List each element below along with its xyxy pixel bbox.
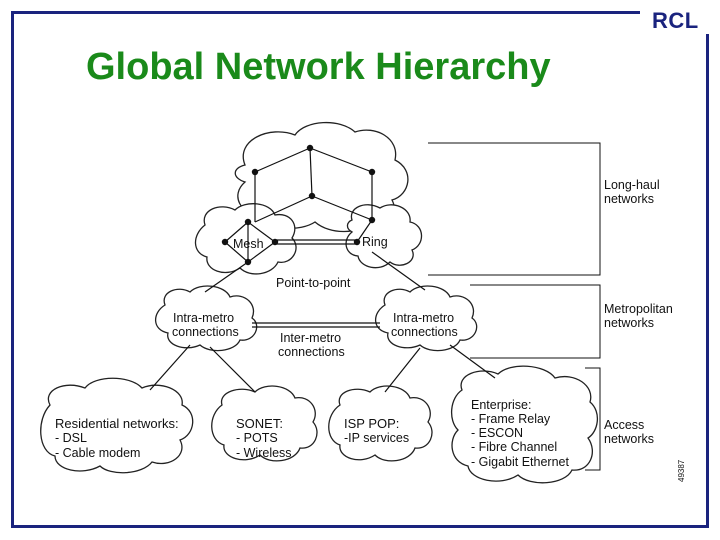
network-nodes <box>221 144 376 266</box>
sonet-title: SONET: <box>236 416 283 431</box>
core-links <box>149 147 496 393</box>
metro-left-cloud <box>154 285 258 352</box>
sonet-item: - POTS <box>236 431 278 445</box>
enterprise-item: - Gigabit Ethernet <box>471 455 569 469</box>
metro-right-cloud <box>374 285 478 352</box>
figure-number: 49387 <box>677 459 686 482</box>
isp-item: -IP services <box>344 431 409 445</box>
slide-border <box>11 11 709 528</box>
tier-brackets <box>428 142 601 471</box>
metro-left-label-line2: connections <box>172 325 239 339</box>
ring-label: Ring <box>362 235 388 249</box>
enterprise-cloud <box>451 365 598 484</box>
metro-right-label-line1: Intra-metro <box>393 311 454 325</box>
metro-left-label-line1: Intra-metro <box>173 311 234 325</box>
residential-title: Residential networks: <box>55 416 179 431</box>
ring-cloud <box>345 204 423 269</box>
metropolitan-label-line1: Metropolitan <box>604 302 673 316</box>
point-to-point-label: Point-to-point <box>276 276 351 290</box>
residential-item: - Cable modem <box>55 446 140 460</box>
logo-background <box>640 6 720 34</box>
long-haul-label-line2: networks <box>604 192 654 206</box>
metro-right-label-line2: connections <box>391 325 458 339</box>
enterprise-item: - Fibre Channel <box>471 440 557 454</box>
rcl-logo: RCL <box>652 8 699 33</box>
long-haul-label-line1: Long-haul <box>604 178 660 192</box>
access-label-line1: Access <box>604 418 644 432</box>
mesh-label: Mesh <box>233 237 264 251</box>
sonet-cloud <box>211 385 318 462</box>
access-label-line2: networks <box>604 432 654 446</box>
enterprise-title: Enterprise: <box>471 398 531 412</box>
isp-cloud <box>328 385 433 462</box>
inter-metro-label-line1: Inter-metro <box>280 331 341 345</box>
isp-title: ISP POP: <box>344 416 399 431</box>
enterprise-item: - ESCON <box>471 426 523 440</box>
metropolitan-label-line2: networks <box>604 316 654 330</box>
inter-metro-label-line2: connections <box>278 345 345 359</box>
residential-item: - DSL <box>55 431 87 445</box>
slide-title: Global Network Hierarchy <box>86 46 551 88</box>
residential-cloud <box>40 377 194 474</box>
enterprise-item: - Frame Relay <box>471 412 551 426</box>
sonet-item: - Wireless <box>236 446 292 460</box>
mesh-cloud <box>194 203 297 275</box>
